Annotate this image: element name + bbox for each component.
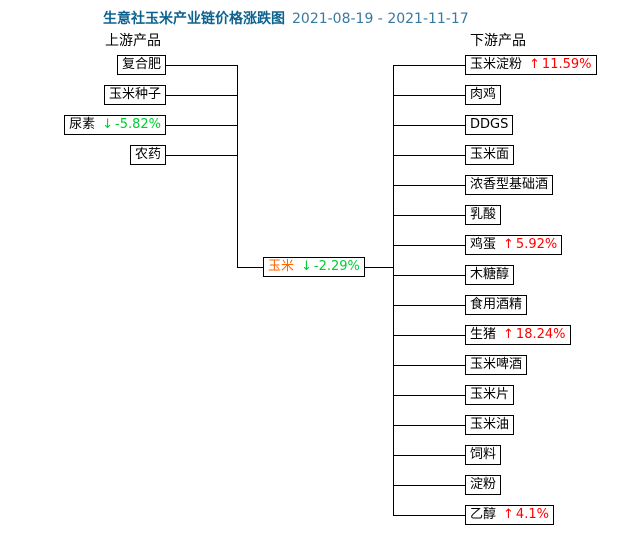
node-label: 木糖醇 [470, 267, 510, 282]
node-label: 鸡蛋 [470, 237, 497, 252]
downstream-node-13: 饲料 [465, 445, 502, 465]
downstream-node-15: 乙醇 ↑4.1% [465, 505, 554, 525]
node-label: DDGS [470, 117, 509, 132]
downstream-connector-line [393, 365, 480, 366]
downstream-node-5: 乳酸 [465, 205, 502, 225]
downstream-header: 下游产品 [470, 33, 526, 49]
change-badge-down: ↓-5.82% [102, 117, 161, 132]
downstream-connector-line [393, 95, 480, 96]
change-badge-up: ↑11.59% [529, 57, 591, 72]
change-value: 18.24% [515, 327, 566, 342]
downstream-connector-line [393, 275, 480, 276]
downstream-node-7: 木糖醇 [465, 265, 515, 285]
node-label: 生猪 [470, 327, 497, 342]
node-label: 玉米 [268, 259, 295, 274]
downstream-node-1: 肉鸡 [465, 85, 502, 105]
node-label: 食用酒精 [470, 297, 523, 312]
node-label: 肉鸡 [470, 87, 497, 102]
downstream-connector-line [393, 305, 480, 306]
downstream-connector-line [393, 455, 480, 456]
downstream-node-3: 玉米面 [465, 145, 515, 165]
up-arrow-icon: ↑ [529, 57, 540, 72]
up-arrow-icon: ↑ [503, 327, 514, 342]
node-label: 乙醇 [470, 507, 497, 522]
node-label: 尿素 [69, 117, 96, 132]
upstream-connector-line [150, 65, 237, 66]
down-arrow-icon: ↓ [301, 259, 312, 274]
node-label: 农药 [134, 147, 161, 162]
downstream-node-6: 鸡蛋 ↑5.92% [465, 235, 563, 255]
downstream-node-12: 玉米油 [465, 415, 515, 435]
upstream-connector-line [150, 155, 237, 156]
downstream-node-4: 浓香型基础酒 [465, 175, 554, 195]
change-badge-up: ↑5.92% [503, 237, 557, 252]
node-label: 乳酸 [470, 207, 497, 222]
node-label: 复合肥 [121, 57, 161, 72]
change-badge-down: ↓-2.29% [301, 259, 360, 274]
chart-date-range: 2021-08-19 - 2021-11-17 [292, 11, 469, 27]
downstream-trunk-line [393, 65, 394, 516]
change-value: -5.82% [115, 117, 161, 132]
downstream-node-9: 生猪 ↑18.24% [465, 325, 571, 345]
downstream-node-0: 玉米淀粉 ↑11.59% [465, 55, 597, 75]
change-badge-up: ↑18.24% [503, 327, 565, 342]
node-label: 玉米种子 [108, 87, 161, 102]
node-label: 饲料 [470, 447, 497, 462]
center-node-corn: 玉米 ↓-2.29% [263, 257, 365, 277]
downstream-connector-line [393, 485, 480, 486]
upstream-header: 上游产品 [105, 33, 161, 49]
node-label: 玉米面 [470, 147, 510, 162]
downstream-node-2: DDGS [465, 115, 514, 135]
change-value: 11.59% [541, 57, 592, 72]
node-label: 玉米淀粉 [470, 57, 523, 72]
downstream-node-10: 玉米啤酒 [465, 355, 528, 375]
node-label: 玉米油 [470, 417, 510, 432]
downstream-connector-line [393, 515, 480, 516]
downstream-connector-line [393, 155, 480, 156]
upstream-node-2: 尿素 ↓-5.82% [64, 115, 166, 135]
downstream-connector-line [393, 185, 480, 186]
up-arrow-icon: ↑ [503, 237, 514, 252]
downstream-node-14: 淀粉 [465, 475, 502, 495]
up-arrow-icon: ↑ [503, 507, 514, 522]
node-label: 玉米啤酒 [470, 357, 523, 372]
upstream-connector-line [150, 125, 237, 126]
chart-title-text: 生意社玉米产业链价格涨跌图 [103, 11, 285, 27]
down-arrow-icon: ↓ [102, 117, 113, 132]
downstream-connector-line [393, 335, 480, 336]
downstream-connector-line [393, 395, 480, 396]
upstream-node-1: 玉米种子 [103, 85, 166, 105]
upstream-connector-line [150, 95, 237, 96]
change-value: -2.29% [313, 259, 360, 274]
node-label: 浓香型基础酒 [470, 177, 549, 192]
downstream-node-11: 玉米片 [465, 385, 515, 405]
upstream-node-0: 复合肥 [116, 55, 166, 75]
downstream-connector-line [393, 245, 480, 246]
change-value: 4.1% [515, 507, 549, 522]
node-label: 淀粉 [470, 477, 497, 492]
downstream-connector-line [393, 425, 480, 426]
downstream-connector-line [393, 125, 480, 126]
downstream-connector-line [393, 65, 480, 66]
node-label: 玉米片 [470, 387, 510, 402]
change-badge-up: ↑4.1% [503, 507, 549, 522]
chart-title: 生意社玉米产业链价格涨跌图 2021-08-19 - 2021-11-17 [103, 8, 469, 28]
upstream-trunk-line [237, 65, 238, 268]
downstream-connector-line [393, 215, 480, 216]
downstream-node-8: 食用酒精 [465, 295, 528, 315]
upstream-node-3: 农药 [129, 145, 166, 165]
change-value: 5.92% [515, 237, 558, 252]
